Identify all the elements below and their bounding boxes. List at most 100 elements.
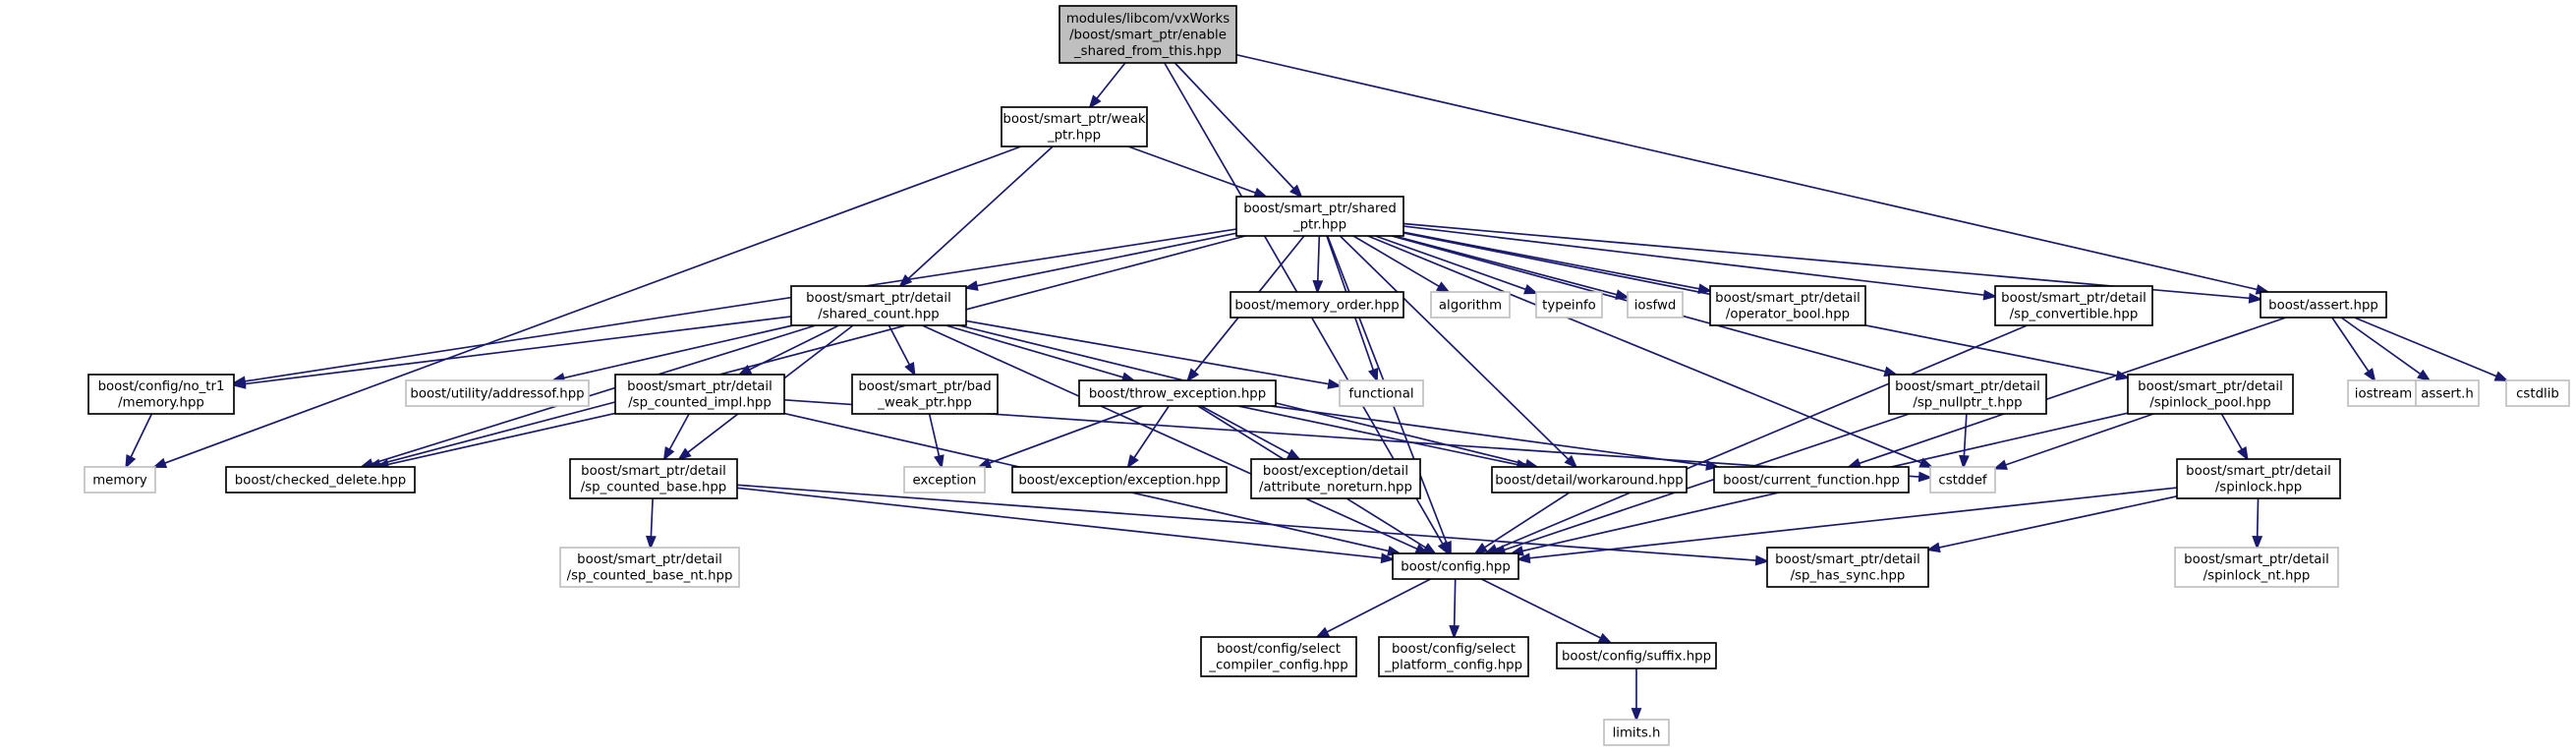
arrowhead-suffix-to-limits_h — [1631, 708, 1642, 723]
arrowhead-assert_hpp-to-iostream — [2364, 368, 2376, 382]
edge-assert_hpp-to-assert_h — [2340, 317, 2422, 376]
node-memory-order[interactable]: boost/memory_order.hpp — [1230, 291, 1404, 319]
node-weak-ptr[interactable]: boost/smart_ptr/weak_ptr.hpp — [1001, 106, 1148, 147]
node-label-line: _weak_ptr.hpp — [877, 396, 972, 411]
arrowhead-sp_counted_base-to-sp_has_sync — [1754, 554, 1770, 566]
edge-bad_weak_ptr-to-exception — [928, 413, 941, 457]
arrowhead-sp_counted_base-to-sp_counted_base_nt — [646, 535, 657, 551]
node-workaround[interactable]: boost/detail/workaround.hpp — [1491, 466, 1688, 493]
node-sp-counted-base[interactable]: boost/smart_ptr/detail/sp_counted_base.h… — [569, 458, 738, 499]
node-exception-hpp[interactable]: boost/exception/exception.hpp — [1011, 466, 1228, 493]
edge-spinlock-to-sp_has_sync — [1938, 495, 2178, 549]
node-operator-bool[interactable]: boost/smart_ptr/detail/operator_bool.hpp — [1709, 285, 1866, 326]
node-label-line: _compiler_config.hpp — [1208, 659, 1347, 673]
arrowhead-throw_exception-to-attribute_noreturn — [1287, 448, 1302, 461]
node-assert-hpp[interactable]: boost/assert.hpp — [2260, 291, 2387, 319]
edge-shared_count-to-config — [921, 324, 1418, 551]
edge-throw_exception-to-exception — [989, 405, 1144, 464]
node-label-line: cstddef — [1938, 473, 1987, 488]
node-box — [2176, 458, 2341, 499]
arrowhead-config-to-suffix — [1597, 632, 1613, 645]
node-box — [569, 458, 738, 499]
node-iosfwd: iosfwd — [1627, 291, 1684, 319]
edge-shared_ptr-to-no_tr1_memory — [244, 228, 1237, 382]
node-label-line: boost/checked_delete.hpp — [235, 473, 406, 488]
node-config[interactable]: boost/config.hpp — [1392, 552, 1519, 580]
node-box — [1929, 466, 1996, 493]
node-label-line: algorithm — [1439, 298, 1502, 313]
node-label-line: boost/memory_order.hpp — [1234, 298, 1399, 313]
node-label-line: /sp_nullptr_t.hpp — [1913, 396, 2022, 411]
arrowhead-spinlock-to-sp_has_sync — [1925, 542, 1941, 553]
edge-assert_hpp-to-cstdlib — [2354, 317, 2497, 377]
node-current-function[interactable]: boost/current_function.hpp — [1713, 466, 1910, 493]
edge-config-to-select_compiler — [1326, 578, 1431, 633]
node-label-line: iostream — [2355, 386, 2412, 401]
node-assert-h: assert.h — [2415, 379, 2480, 407]
arrowhead-spinlock_pool-to-cstddef — [1992, 459, 2008, 470]
node-label-line: typeinfo — [1542, 298, 1596, 313]
node-label-line: /spinlock_pool.hpp — [2149, 396, 2270, 411]
node-shared-ptr[interactable]: boost/smart_ptr/shared_ptr.hpp — [1235, 196, 1404, 237]
arrowhead-shared_ptr-to-assert_hpp — [2248, 292, 2263, 304]
node-label-line: assert.h — [2421, 386, 2474, 401]
node-sp-nullptr-t[interactable]: boost/smart_ptr/detail/sp_nullptr_t.hpp — [1888, 374, 2047, 415]
edge-sp_convertible-to-config — [1495, 324, 2028, 551]
node-throw-exception[interactable]: boost/throw_exception.hpp — [1078, 379, 1277, 407]
node-sp-has-sync[interactable]: boost/smart_ptr/detail/sp_has_sync.hpp — [1766, 547, 1929, 588]
edge-no_tr1_memory-to-memory — [130, 413, 153, 458]
node-root[interactable]: modules/libcom/vxWorks/boost/smart_ptr/e… — [1059, 5, 1237, 64]
edge-weak_ptr-to-shared_count — [907, 145, 1054, 280]
node-checked-delete[interactable]: boost/checked_delete.hpp — [225, 466, 416, 493]
node-box — [790, 285, 967, 326]
node-no-tr1-memory[interactable]: boost/config/no_tr1/memory.hpp — [87, 374, 235, 415]
arrowhead-shared_ptr-to-sp_convertible — [1982, 289, 1998, 301]
arrowhead-sp_nullptr_t-to-cstddef — [1959, 454, 1970, 470]
arrowhead-shared_ptr-to-functional — [1367, 368, 1379, 383]
edge-shared_ptr-to-iosfwd — [1394, 235, 1618, 296]
node-attribute-noreturn[interactable]: boost/exception/detail/attribute_noretur… — [1250, 458, 1421, 499]
edge-sp_counted_base-to-sp_counted_base_nt — [650, 497, 654, 538]
node-label-line: boost/smart_ptr/detail — [806, 291, 951, 306]
node-select-compiler[interactable]: boost/config/select _compiler_config.hpp — [1200, 636, 1357, 677]
node-label-line: boost/smart_ptr/detail — [2001, 291, 2147, 306]
node-spinlock-nt: boost/smart_ptr/detail/spinlock_nt.hpp — [2174, 547, 2339, 588]
node-box — [1603, 719, 1670, 746]
arrowhead-no_tr1_memory-to-memory — [125, 453, 137, 470]
node-sp-counted-base-nt: boost/smart_ptr/detail/sp_counted_base_n… — [559, 547, 740, 588]
node-label-line: boost/utility/addressof.hpp — [410, 386, 584, 401]
node-label-line: boost/config/no_tr1 — [98, 379, 225, 394]
node-label-line: /sp_has_sync.hpp — [1791, 569, 1906, 584]
node-label-line: boost/config/select — [1217, 642, 1341, 657]
edge-root-to-shared_ptr — [1174, 62, 1295, 190]
edge-config-to-suffix — [1480, 578, 1602, 639]
node-label-line: boost/throw_exception.hpp — [1089, 386, 1266, 401]
node-box — [2127, 374, 2294, 415]
node-sp-convertible[interactable]: boost/smart_ptr/detail/sp_convertible.hp… — [1994, 285, 2153, 326]
node-box — [1430, 291, 1511, 319]
node-label-line: boost/smart_ptr/detail — [2184, 552, 2329, 567]
edge-throw_exception-to-workaround — [1237, 405, 1518, 466]
node-label-line: boost/smart_ptr/detail — [1715, 291, 1860, 306]
arrowhead-config-to-select_compiler — [1315, 626, 1331, 639]
node-label-line: boost/smart_ptr/bad — [858, 379, 991, 394]
node-label-line: /memory.hpp — [118, 396, 204, 411]
node-suffix[interactable]: boost/config/suffix.hpp — [1556, 642, 1717, 669]
node-sp-counted-impl[interactable]: boost/smart_ptr/detail/sp_counted_impl.h… — [614, 374, 785, 415]
arrowhead-shared_count-to-bad_weak_ptr — [904, 362, 916, 377]
node-label-line: boost/smart_ptr/detail — [577, 552, 722, 567]
node-box — [2174, 547, 2339, 588]
node-shared-count[interactable]: boost/smart_ptr/detail/shared_count.hpp — [790, 285, 967, 326]
node-label-line: boost/config/suffix.hpp — [1562, 649, 1711, 664]
node-box — [1491, 466, 1688, 493]
node-bad-weak-ptr[interactable]: boost/smart_ptr/bad _weak_ptr.hpp — [851, 374, 999, 415]
node-label-line: /sp_counted_base.hpp — [581, 481, 727, 495]
node-box — [1713, 466, 1910, 493]
node-select-platform[interactable]: boost/config/select_platform_config.hpp — [1378, 636, 1529, 677]
node-label-line: cstdlib — [2516, 386, 2559, 401]
node-spinlock-pool[interactable]: boost/smart_ptr/detail/spinlock_pool.hpp — [2127, 374, 2294, 415]
node-box — [1535, 291, 1603, 319]
node-box — [1011, 466, 1228, 493]
edge-throw_exception-to-exception_hpp — [1133, 405, 1170, 459]
node-spinlock[interactable]: boost/smart_ptr/detail/spinlock.hpp — [2176, 458, 2341, 499]
